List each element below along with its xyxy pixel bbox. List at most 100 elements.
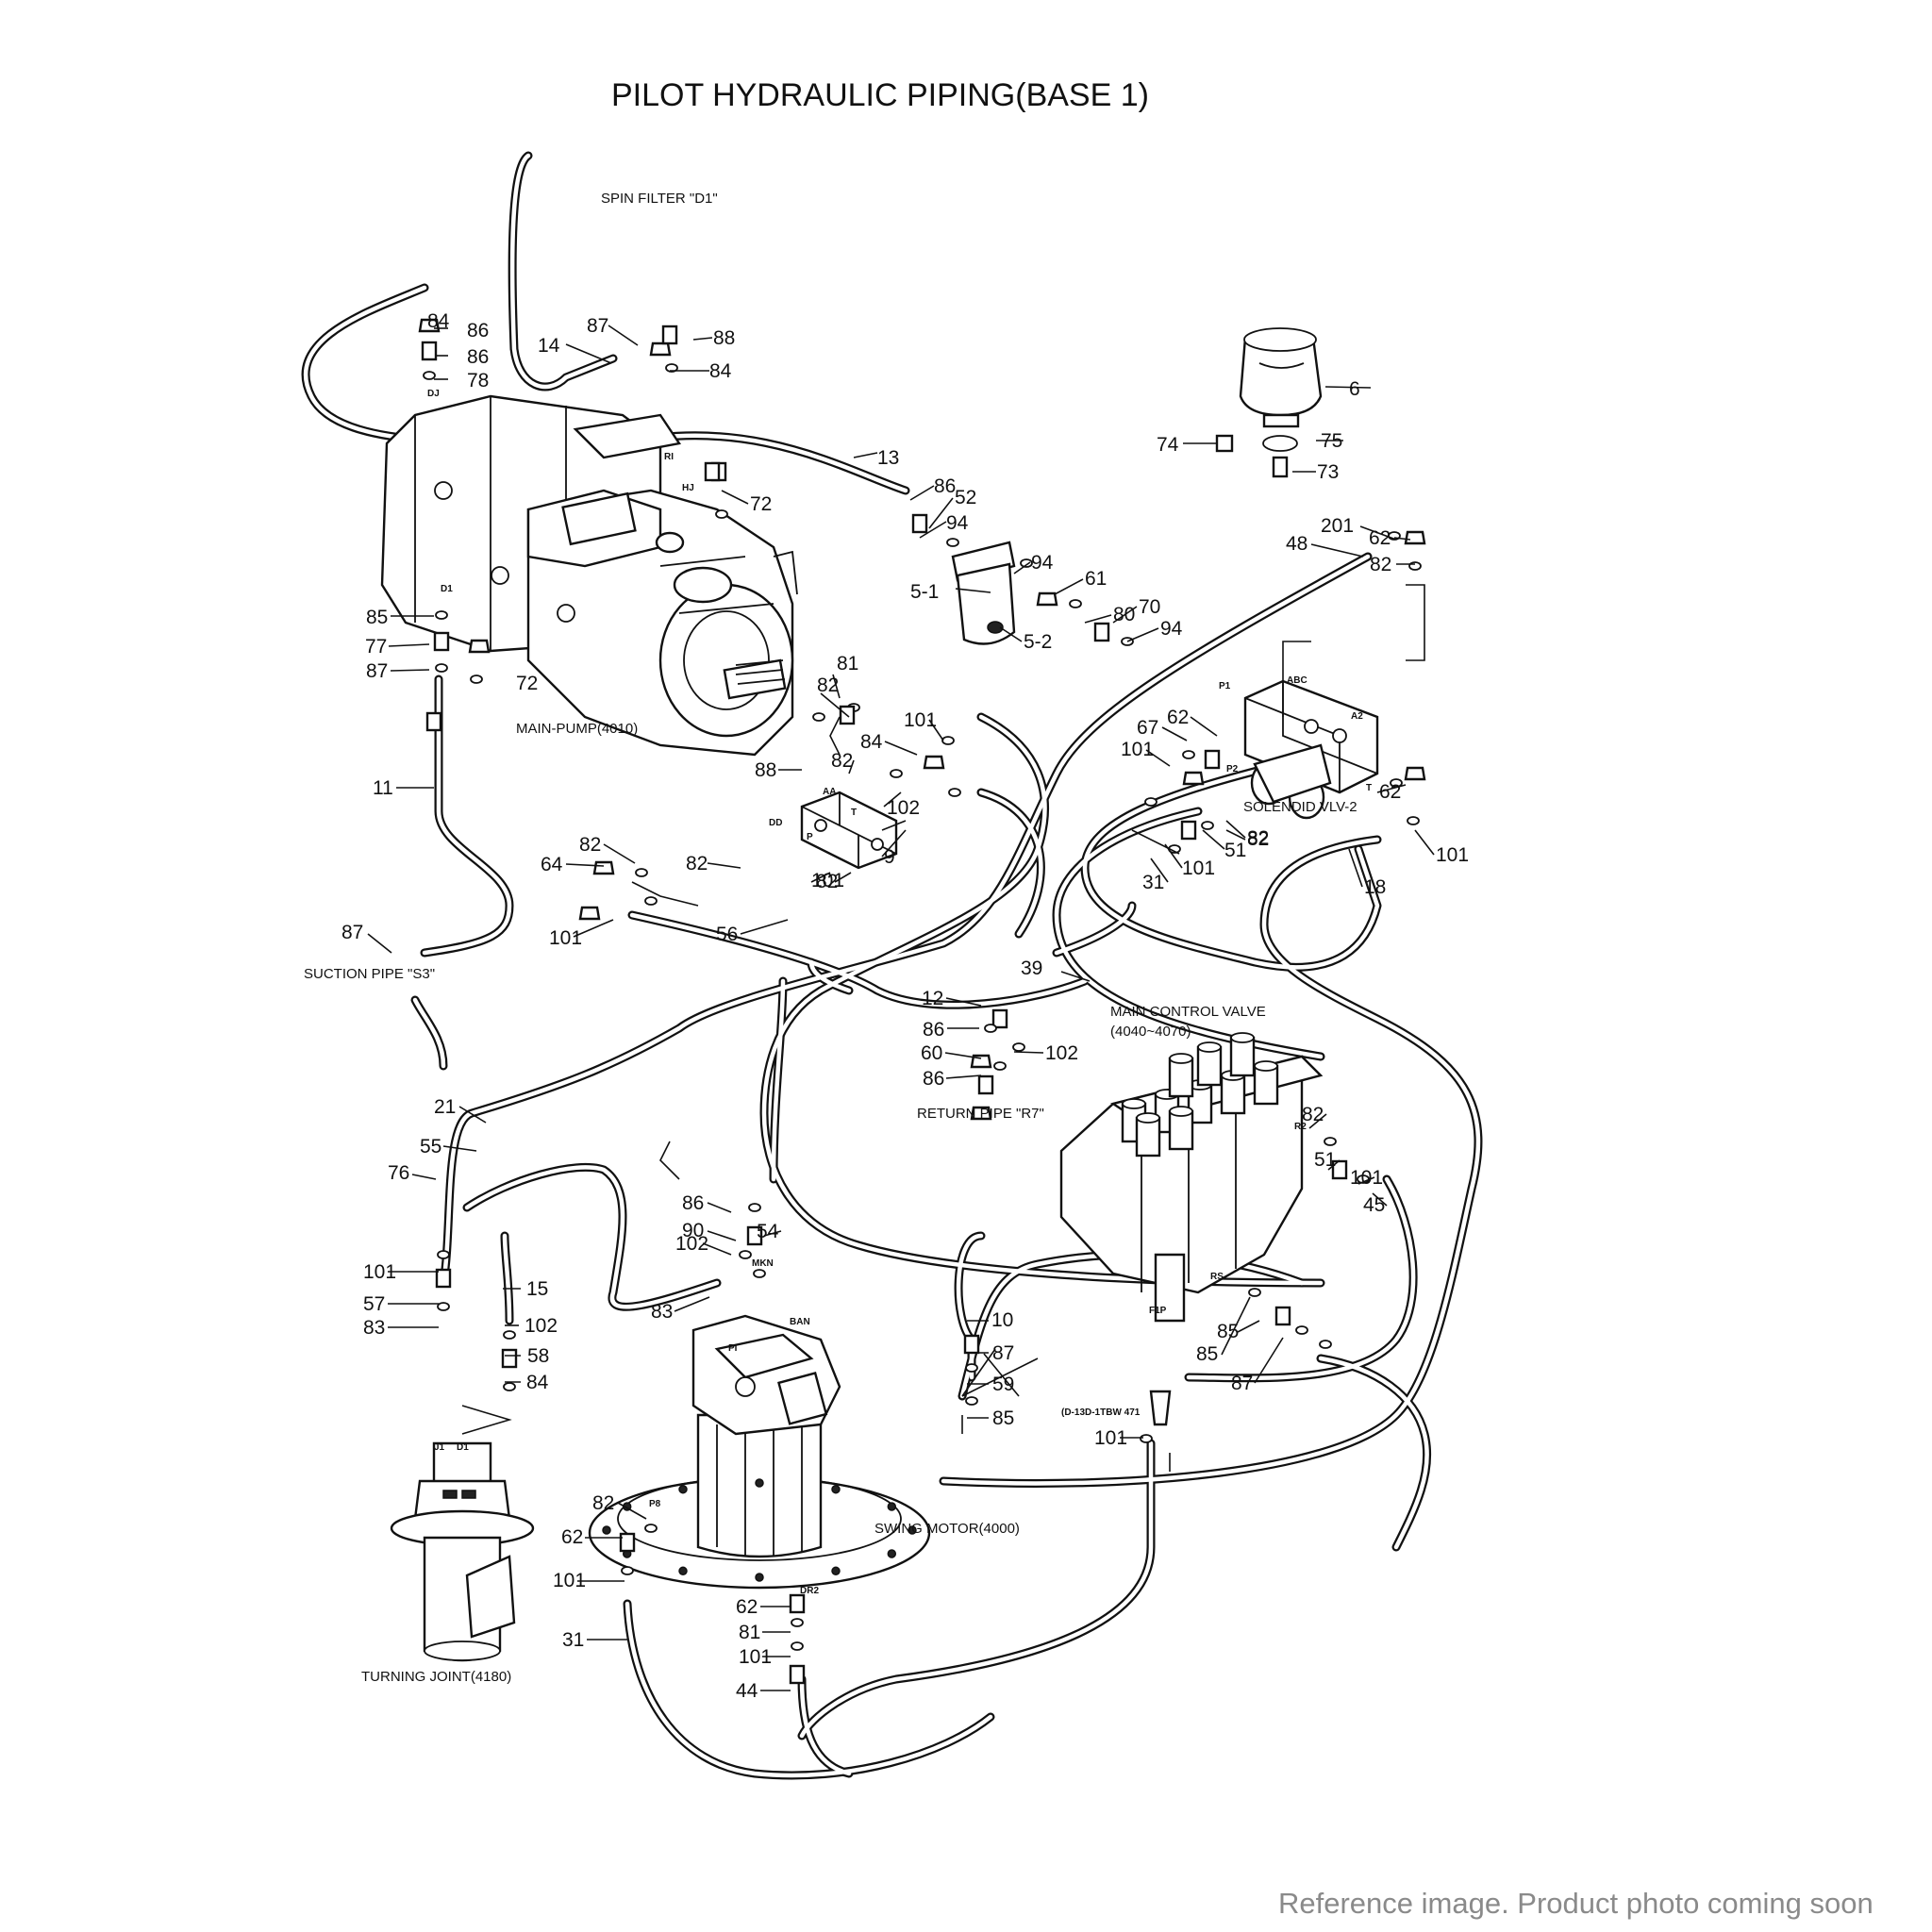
port-label-4: D1 xyxy=(441,584,453,594)
leader-line-22 xyxy=(390,669,430,672)
leader-line-62 xyxy=(944,1052,982,1059)
callout-82-44: 82 xyxy=(579,834,601,856)
callout-86-1: 86 xyxy=(467,320,489,341)
callout-70-20: 70 xyxy=(1139,596,1160,618)
callout-84-85: 84 xyxy=(526,1372,549,1393)
callout-86-63: 86 xyxy=(923,1019,944,1041)
hose-core-19 xyxy=(1186,1176,1416,1381)
port-label-10: ABC xyxy=(1287,675,1307,686)
callout-54-76: 54 xyxy=(757,1221,779,1242)
label-turning-joint: TURNING JOINT(4180) xyxy=(361,1669,511,1685)
fitting-78 xyxy=(425,711,442,732)
leader-line-68 xyxy=(1308,1113,1327,1129)
callout-72-14: 72 xyxy=(516,673,538,694)
callout-82-34: 82 xyxy=(1370,554,1391,575)
leader-line-92 xyxy=(617,1502,647,1520)
callout-74-28: 74 xyxy=(1157,434,1179,456)
spool-cap-9 xyxy=(1136,1112,1160,1124)
fitting-62 xyxy=(503,1382,516,1391)
hose-core-15 xyxy=(412,997,446,1069)
callout-58-84: 58 xyxy=(527,1345,549,1367)
callout-101-57: 101 xyxy=(1182,858,1215,879)
callout-13-9: 13 xyxy=(877,447,899,469)
callout-102-65: 102 xyxy=(1045,1042,1078,1064)
fitting-49 xyxy=(1012,1042,1025,1052)
swing-bolt-5 xyxy=(678,1566,688,1576)
label-spin-filter: SPIN FILTER "D1" xyxy=(601,191,718,207)
leader-line-34 xyxy=(820,692,850,718)
port-label-14: R2 xyxy=(1294,1122,1307,1132)
fitting-13 xyxy=(1069,599,1082,608)
leader-line-14 xyxy=(999,626,1023,642)
callout-82-70: 82 xyxy=(1302,1104,1324,1125)
port-label-22: J1 xyxy=(434,1442,445,1453)
spool-body-6 xyxy=(1196,1045,1223,1087)
swing-bolt-12 xyxy=(887,1502,897,1511)
callout-75-29: 75 xyxy=(1321,430,1342,452)
spool-body-4 xyxy=(1220,1074,1246,1115)
leader-line-43 xyxy=(707,862,741,869)
callout-76-69: 76 xyxy=(388,1162,409,1184)
leader-line-29 xyxy=(1359,525,1397,541)
callout-12-62: 12 xyxy=(922,988,943,1009)
leader-line-10 xyxy=(928,497,954,529)
fitting-39 xyxy=(1201,821,1214,830)
spool-body-7 xyxy=(1229,1036,1256,1077)
callout-62-54: 62 xyxy=(1379,781,1401,803)
callout-201-31: 201 xyxy=(1321,515,1354,537)
leader-line-74 xyxy=(763,1230,782,1237)
leader-line-5 xyxy=(692,337,713,341)
fitting-61 xyxy=(501,1348,518,1369)
leader-line-64 xyxy=(945,1074,982,1079)
leader-line-90 xyxy=(1254,1337,1284,1384)
leader-line-111 xyxy=(659,1141,680,1180)
leader-line-41 xyxy=(565,863,605,867)
callout-87-92: 87 xyxy=(1231,1373,1253,1394)
leader-line-66 xyxy=(442,1145,477,1152)
fitting-32 xyxy=(948,788,961,797)
callout-51-56: 51 xyxy=(1224,840,1246,861)
fitting-22 xyxy=(1404,530,1426,545)
callout-101-60: 101 xyxy=(1436,844,1469,866)
callout-10-86: 10 xyxy=(991,1309,1013,1331)
callout-31-97: 31 xyxy=(562,1629,584,1651)
hose-13 xyxy=(1052,901,1137,958)
fitting-47 xyxy=(993,1061,1007,1071)
fitting-9 xyxy=(911,513,928,534)
callout-62-32: 62 xyxy=(1369,527,1391,549)
leader-lines xyxy=(367,325,1435,1691)
callout-86-66: 86 xyxy=(923,1068,944,1090)
leader-line-11 xyxy=(919,521,947,539)
callout-6-27: 6 xyxy=(1349,378,1360,400)
swing-bolt-11 xyxy=(831,1484,841,1494)
callout-88-38: 88 xyxy=(755,759,776,781)
hose-core-16 xyxy=(464,1165,720,1309)
leader-line-35 xyxy=(848,759,855,774)
port-label-11: A2 xyxy=(1351,711,1363,722)
spool-body-10 xyxy=(1168,1109,1194,1151)
swing-bolt-7 xyxy=(602,1525,611,1535)
callout-101-96: 101 xyxy=(553,1570,586,1591)
fitting-60 xyxy=(503,1330,516,1340)
label-suction-pipe: SUCTION PIPE "S3" xyxy=(304,966,435,982)
port-label-9: P1 xyxy=(1219,681,1231,691)
leader-line-107 xyxy=(881,820,907,831)
leader-line-72 xyxy=(707,1202,732,1213)
leader-line-71 xyxy=(1372,1192,1388,1207)
leader-line-49 xyxy=(1161,726,1188,741)
callout-102-83: 102 xyxy=(525,1315,558,1337)
fitting-68 xyxy=(1295,1325,1308,1335)
callout-59-88: 59 xyxy=(992,1374,1014,1395)
leader-line-108 xyxy=(1131,829,1180,855)
leader-line-24 xyxy=(367,933,392,954)
leader-line-6 xyxy=(565,343,612,364)
spool-body-9 xyxy=(1135,1116,1161,1158)
fitting-69 xyxy=(1319,1340,1332,1349)
fitting-70 xyxy=(1140,1434,1153,1443)
fitting-73 xyxy=(621,1566,634,1575)
fitting-12 xyxy=(1036,591,1058,607)
fitting-37 xyxy=(1144,797,1158,807)
fitting-63 xyxy=(963,1334,980,1355)
callout-82-55: 82 xyxy=(1247,828,1269,850)
main-pump xyxy=(380,394,798,757)
